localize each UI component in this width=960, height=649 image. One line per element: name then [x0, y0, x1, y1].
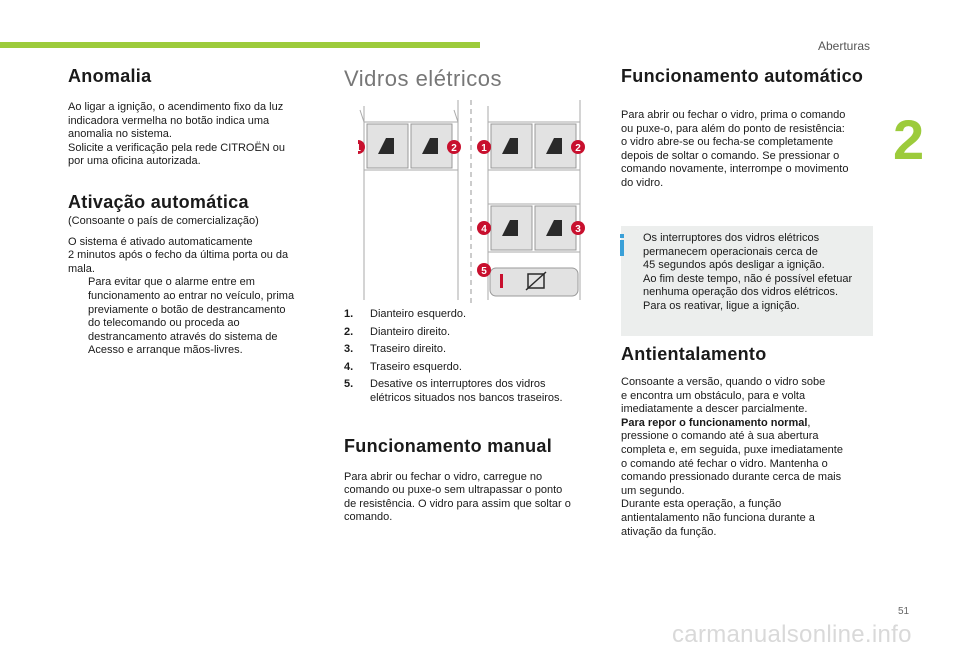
callout-4: 4	[481, 224, 487, 235]
callout-3: 3	[575, 224, 581, 235]
list-item: 5. Desative os interruptores dos vidros …	[344, 378, 563, 404]
callout-2-right: 2	[575, 143, 581, 154]
window-icon	[378, 138, 394, 154]
header-accent-bar	[0, 42, 480, 48]
info-icon	[620, 234, 624, 256]
manual-heading: Funcionamento manual	[344, 435, 553, 456]
rear-switch-panel	[487, 203, 581, 253]
anomalia-text: Ao ligar a ignição, o acendimento fixo d…	[68, 101, 286, 168]
list-item: 3. Traseiro direito.	[344, 343, 447, 356]
anti-text-2: pressione o comando até à sua abertura c…	[621, 430, 843, 538]
anti-bold-label: Para repor o funcionamento normal	[621, 416, 808, 429]
anti-heading: Antientalamento	[621, 344, 767, 364]
list-item: 1. Dianteiro esquerdo.	[344, 308, 467, 320]
window-lock-icon	[527, 273, 545, 289]
list-item: 2. Dianteiro direito.	[344, 325, 451, 338]
auto-text: Para abrir ou fechar o vidro, prima o co…	[621, 109, 849, 189]
vidros-heading: Vidros elétricos	[344, 66, 502, 91]
section-label: Aberturas	[817, 39, 870, 53]
callout-5: 5	[481, 266, 487, 277]
window-switch-diagram: 1 2 1 2 4 3 5	[358, 100, 585, 306]
list-item: 4. Traseiro esquerdo.	[344, 360, 462, 373]
indicator-light	[500, 274, 503, 288]
callout-2-left: 2	[451, 143, 457, 154]
window-icon	[502, 220, 518, 236]
ativacao-text: O sistema é ativado automaticamente 2 mi…	[68, 235, 289, 275]
anomalia-heading: Anomalia	[68, 66, 152, 86]
window-icon	[546, 220, 562, 236]
window-icon	[546, 138, 562, 154]
manual-text: Para abrir ou fechar o vidro, carregue n…	[344, 470, 571, 524]
column-left: Anomalia Ao ligar a ignição, o acendimen…	[68, 66, 318, 358]
chapter-number: 2	[893, 108, 925, 171]
column-right: Funcionamento automático Para abrir ou f…	[620, 66, 875, 538]
ativacao-note: (Consoante o país de comercialização)	[68, 214, 259, 227]
anti-text-label-line: Para repor o funcionamento normal,	[621, 416, 811, 429]
column-middle: Vidros elétricos	[344, 66, 594, 92]
info-text: Os interruptores dos vidros elétricos pe…	[643, 232, 853, 312]
page-number: 51	[898, 606, 910, 617]
callout-1-right: 1	[481, 143, 487, 154]
watermark: carmanualsonline.info	[672, 621, 912, 648]
anti-text-1: Consoante a versão, quando o vidro sobe …	[621, 376, 826, 416]
callout-1-left: 1	[358, 143, 361, 154]
ativacao-heading: Ativação automática	[68, 191, 249, 212]
auto-heading: Funcionamento automático	[621, 66, 864, 86]
anti-body: Consoante a versão, quando o vidro sobe …	[621, 376, 875, 539]
front-right-door-switch-panel	[487, 100, 581, 300]
ativacao-bullet-text: Para evitar que o alarme entre em funcio…	[88, 276, 295, 357]
ativacao-bullet: Para evitar que o alarme entre em funcio…	[68, 276, 318, 358]
front-left-door-switch-panel	[359, 100, 459, 300]
legend-list: 1. Dianteiro esquerdo. 2. Dianteiro dire…	[344, 308, 594, 525]
info-box: Os interruptores dos vidros elétricos pe…	[620, 226, 873, 336]
window-icon	[422, 138, 438, 154]
window-icon	[502, 138, 518, 154]
rear-lock-switch-panel	[489, 267, 579, 297]
